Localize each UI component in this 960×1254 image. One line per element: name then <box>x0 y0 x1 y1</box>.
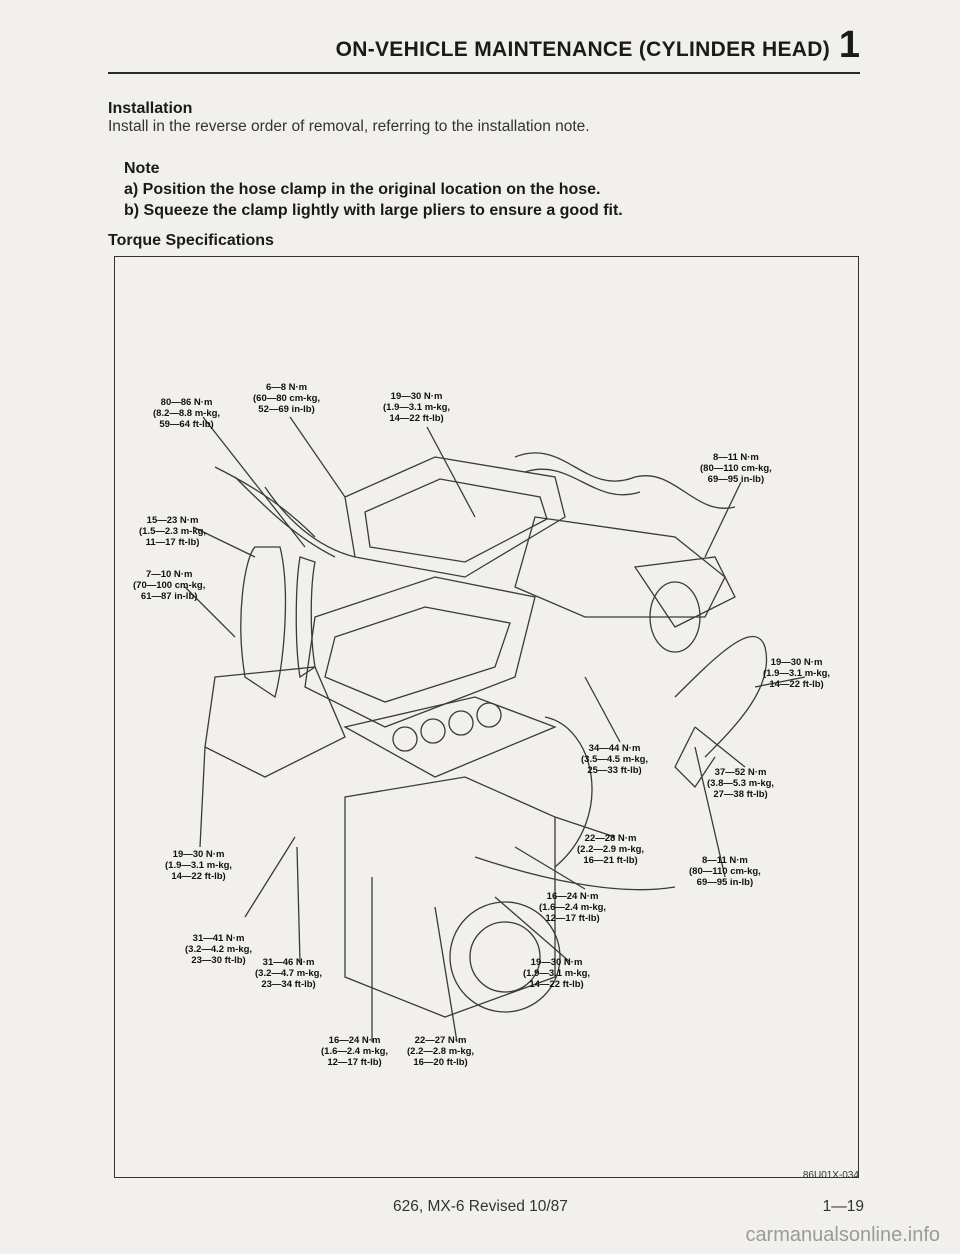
figure-code: 86U01X-034 <box>802 1170 859 1181</box>
torque-callout: 19—30 N·m (1.9—3.1 m-kg, 14—22 ft-lb) <box>523 957 591 990</box>
note-heading: Note <box>124 160 160 177</box>
footer-model: 626, MX-6 Revised 10/87 <box>393 1198 568 1215</box>
torque-callout: 16—24 N·m (1.6—2.4 m-kg, 12—17 ft-lb) <box>321 1035 389 1068</box>
torque-callout: 16—24 N·m (1.6—2.4 m-kg, 12—17 ft-lb) <box>539 891 607 924</box>
exploded-view-frame: 80—86 N·m (8.2—8.8 m-kg, 59—64 ft-lb) 6—… <box>114 256 859 1178</box>
torque-callout: 8—11 N·m (80—110 cm-kg, 69—95 in-lb) <box>689 855 761 888</box>
watermark: carmanualsonline.info <box>745 1224 940 1246</box>
torque-callout: 37—52 N·m (3.8—5.3 m-kg, 27—38 ft-lb) <box>707 767 775 800</box>
footer-page-number: 1—19 <box>822 1198 864 1215</box>
engine-exploded-illustration <box>184 416 806 1043</box>
chapter-number: 1 <box>838 24 860 66</box>
page-header: ON-VEHICLE MAINTENANCE (CYLINDER HEAD) 1 <box>108 24 860 74</box>
torque-callout: 31—46 N·m (3.2—4.7 m-kg, 23—34 ft-lb) <box>255 957 323 990</box>
torque-callout: 80—86 N·m (8.2—8.8 m-kg, 59—64 ft-lb) <box>153 397 221 430</box>
torque-callout: 34—44 N·m (3.5—4.5 m-kg, 25—33 ft-lb) <box>581 743 649 776</box>
torque-callout: 19—30 N·m (1.9—3.1 m-kg, 14—22 ft-lb) <box>383 391 451 424</box>
torque-callout: 8—11 N·m (80—110 cm-kg, 69—95 in-lb) <box>700 452 772 485</box>
torque-callout: 19—30 N·m (1.9—3.1 m-kg, 14—22 ft-lb) <box>763 657 831 690</box>
torque-callout: 15—23 N·m (1.5—2.3 m-kg, 11—17 ft-lb) <box>139 515 207 548</box>
torque-callout: 22—27 N·m (2.2—2.8 m-kg, 16—20 ft-lb) <box>407 1035 475 1068</box>
torque-callout: 19—30 N·m (1.9—3.1 m-kg, 14—22 ft-lb) <box>165 849 233 882</box>
torque-heading: Torque Specifications <box>108 232 274 249</box>
torque-callout: 31—41 N·m (3.2—4.2 m-kg, 23—30 ft-lb) <box>185 933 253 966</box>
torque-callout: 7—10 N·m (70—100 cm-kg, 61—87 in-lb) <box>133 569 206 602</box>
note-item: b) Squeeze the clamp lightly with large … <box>124 202 623 219</box>
note-item: a) Position the hose clamp in the origin… <box>124 181 601 198</box>
installation-heading: Installation <box>108 100 193 117</box>
torque-callout: 22—28 N·m (2.2—2.9 m-kg, 16—21 ft-lb) <box>577 833 645 866</box>
note-block: Note a) Position the hose clamp in the o… <box>124 158 623 221</box>
installation-text: Install in the reverse order of removal,… <box>108 118 590 135</box>
torque-callout: 6—8 N·m (60—80 cm-kg, 52—69 in-lb) <box>253 382 321 415</box>
page-title: ON-VEHICLE MAINTENANCE (CYLINDER HEAD) <box>335 38 830 61</box>
